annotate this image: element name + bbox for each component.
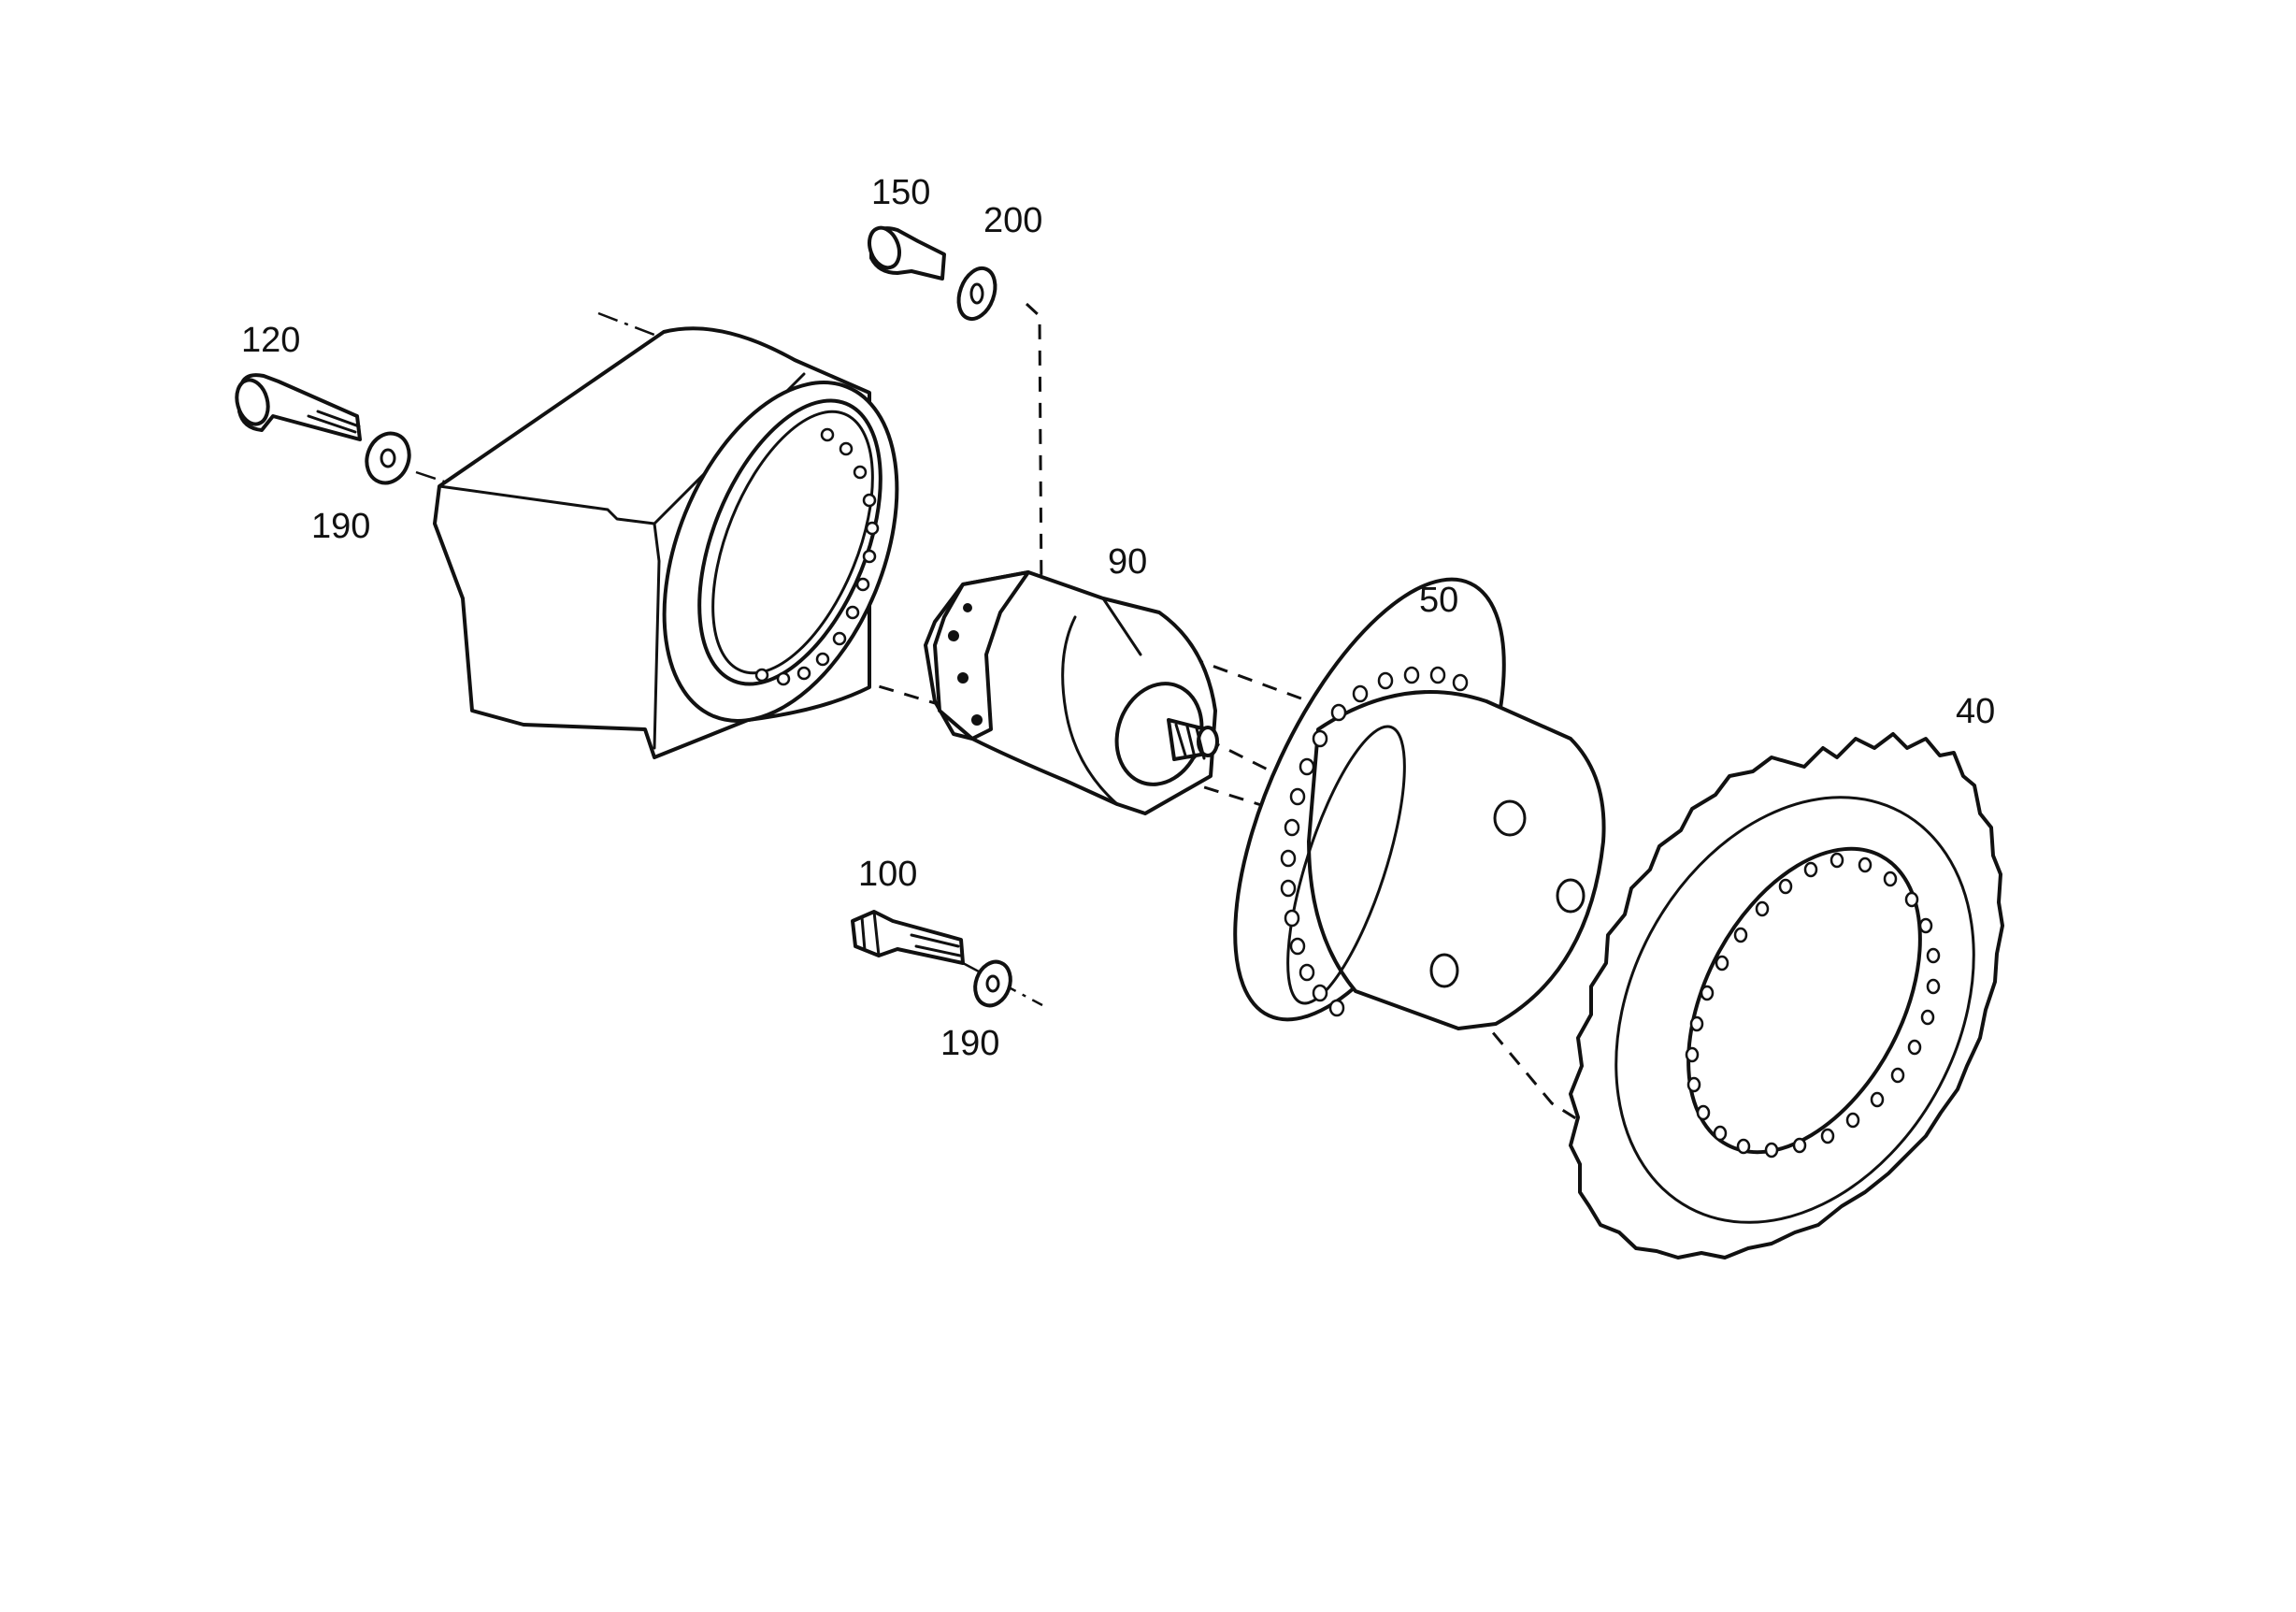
callout-40: 40: [1956, 692, 1995, 731]
motor-90: [924, 570, 1219, 815]
hub-50: [1233, 577, 1606, 1030]
callouts: 150 200 120 190 90 50 40 100 190: [241, 173, 1995, 1063]
washer-200: [956, 266, 997, 322]
callout-50: 50: [1419, 581, 1458, 620]
bolt-150: [868, 225, 946, 281]
bolt-120: [235, 373, 362, 441]
housing-bolt-holes: [754, 427, 880, 686]
callout-190-upper: 190: [311, 507, 370, 546]
callout-150: 150: [871, 173, 930, 212]
callout-90: 90: [1108, 542, 1147, 582]
sprocket-bolt-holes: [1685, 852, 1941, 1159]
hub-bolt-circle: [1280, 666, 1469, 1017]
callout-120: 120: [241, 321, 300, 360]
sprocket-40: [1569, 732, 2004, 1259]
washer-190-upper: [365, 431, 411, 485]
housing-frame: [433, 326, 899, 759]
callout-100: 100: [858, 855, 917, 894]
callout-190-lower: 190: [940, 1024, 999, 1063]
washer-190-lower: [973, 959, 1012, 1008]
callout-200: 200: [983, 201, 1042, 240]
bolt-100: [851, 910, 965, 965]
